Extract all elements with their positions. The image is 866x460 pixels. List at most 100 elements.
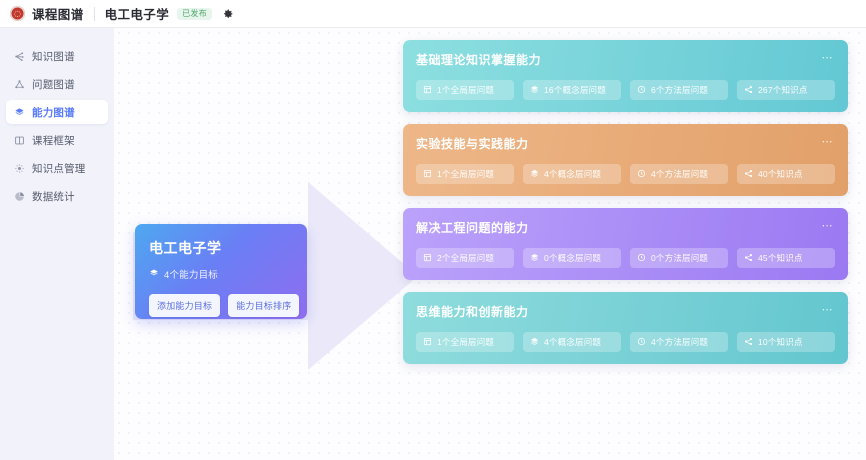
gear-icon[interactable] xyxy=(221,7,234,20)
ability-tag[interactable]: 0个概念层问题 xyxy=(523,248,621,268)
global-layer-icon xyxy=(423,85,432,96)
ability-tag[interactable]: 4个方法层问题 xyxy=(630,332,728,352)
app-title: 课程图谱 xyxy=(32,8,84,22)
sidebar-item-knowledge-point-management[interactable]: 知识点管理 xyxy=(6,156,108,180)
ability-tag[interactable]: 267个知识点 xyxy=(737,80,835,100)
ability-tag[interactable]: 16个概念层问题 xyxy=(523,80,621,100)
global-layer-icon xyxy=(423,169,432,180)
ability-card-tags: 2个全局层问题 0个概念层问题 0个方法层问题 45个知识点 xyxy=(416,248,835,268)
ability-tag-label: 4个方法层问题 xyxy=(651,337,709,347)
ability-icon xyxy=(149,268,159,281)
ability-tag[interactable]: 10个知识点 xyxy=(737,332,835,352)
ability-tag[interactable]: 4个概念层问题 xyxy=(523,164,621,184)
sidebar-item-data-statistics[interactable]: 数据统计 xyxy=(6,184,108,208)
top-header-bar: ◌ 课程图谱 电工电子学 已发布 xyxy=(0,0,866,28)
course-card-title: 电工电子学 xyxy=(149,240,222,256)
more-horizontal-icon[interactable]: ⋯ xyxy=(821,136,834,148)
ability-card[interactable]: 基础理论知识掌握能力 ⋯ 1个全局层问题 16个概念层问题 6个方法层问题 267个知识点 xyxy=(403,40,848,112)
more-horizontal-icon[interactable]: ⋯ xyxy=(821,304,834,316)
ability-tag[interactable]: 40个知识点 xyxy=(737,164,835,184)
course-logo-icon: ◌ xyxy=(10,6,25,21)
ability-tag[interactable]: 1个全局层问题 xyxy=(416,80,514,100)
method-layer-icon xyxy=(637,85,646,96)
course-card-goal-count: 4个能力目标 xyxy=(149,267,293,281)
ability-card-list: 基础理论知识掌握能力 ⋯ 1个全局层问题 16个概念层问题 6个方法层问题 267个知识点… xyxy=(403,40,848,376)
sidebar: 知识图谱 问题图谱 能力图谱 xyxy=(0,28,114,460)
ability-tag-label: 45个知识点 xyxy=(758,253,803,263)
ability-card-header: 基础理论知识掌握能力 ⋯ xyxy=(416,51,835,68)
knowledge-graph-icon xyxy=(14,51,25,62)
ability-tag-label: 16个概念层问题 xyxy=(544,85,607,95)
sidebar-item-ability-graph[interactable]: 能力图谱 xyxy=(6,100,108,124)
course-summary-card[interactable]: 电工电子学 4个能力目标 添加能力目标 能力目标排序 xyxy=(135,224,307,319)
question-graph-icon xyxy=(14,79,25,90)
global-layer-icon xyxy=(423,253,432,264)
ability-tag-label: 10个知识点 xyxy=(758,337,803,347)
ability-tag-label: 267个知识点 xyxy=(758,85,808,95)
ability-card-title: 实验技能与实践能力 xyxy=(416,137,529,151)
knowledge-node-icon xyxy=(744,85,753,96)
concept-layer-icon xyxy=(530,85,539,96)
ability-tag[interactable]: 0个方法层问题 xyxy=(630,248,728,268)
ability-tag-label: 1个全局层问题 xyxy=(437,85,495,95)
ability-tag[interactable]: 2个全局层问题 xyxy=(416,248,514,268)
header-divider xyxy=(93,6,95,21)
more-horizontal-icon[interactable]: ⋯ xyxy=(821,52,834,64)
method-layer-icon xyxy=(637,253,646,264)
knowledge-node-icon xyxy=(744,337,753,348)
concept-layer-icon xyxy=(530,253,539,264)
ability-card-tags: 1个全局层问题 4个概念层问题 4个方法层问题 10个知识点 xyxy=(416,332,835,352)
ability-tag-label: 4个概念层问题 xyxy=(544,169,602,179)
knowledge-node-icon xyxy=(744,253,753,264)
concept-layer-icon xyxy=(530,169,539,180)
data-statistics-icon xyxy=(14,191,25,202)
sidebar-item-knowledge-graph[interactable]: 知识图谱 xyxy=(6,44,108,68)
global-layer-icon xyxy=(423,337,432,348)
concept-layer-icon xyxy=(530,337,539,348)
ability-tag-label: 40个知识点 xyxy=(758,169,803,179)
ability-card-tags: 1个全局层问题 16个概念层问题 6个方法层问题 267个知识点 xyxy=(416,80,835,100)
ability-tag-label: 0个概念层问题 xyxy=(544,253,602,263)
sidebar-item-label: 课程框架 xyxy=(32,134,75,147)
status-badge: 已发布 xyxy=(177,7,213,20)
logo-glyph: ◌ xyxy=(14,8,21,18)
ability-card-header: 解决工程问题的能力 ⋯ xyxy=(416,219,835,236)
more-horizontal-icon[interactable]: ⋯ xyxy=(821,220,834,232)
ability-tag-label: 4个概念层问题 xyxy=(544,337,602,347)
ability-tag[interactable]: 45个知识点 xyxy=(737,248,835,268)
ability-tag[interactable]: 4个方法层问题 xyxy=(630,164,728,184)
graph-canvas: 电工电子学 4个能力目标 添加能力目标 能力目标排序 基础理论知识掌握能力 ⋯ 1个… xyxy=(114,28,866,460)
course-title: 电工电子学 xyxy=(104,8,170,22)
goal-count-label: 4个能力目标 xyxy=(164,270,218,281)
ability-tag[interactable]: 4个概念层问题 xyxy=(523,332,621,352)
sidebar-item-question-graph[interactable]: 问题图谱 xyxy=(6,72,108,96)
ability-card-title: 基础理论知识掌握能力 xyxy=(416,53,542,67)
sidebar-item-label: 能力图谱 xyxy=(32,106,75,119)
sidebar-item-label: 知识图谱 xyxy=(32,50,75,63)
ability-card[interactable]: 思维能力和创新能力 ⋯ 1个全局层问题 4个概念层问题 4个方法层问题 10个知识点 xyxy=(403,292,848,364)
ability-tag[interactable]: 1个全局层问题 xyxy=(416,164,514,184)
sidebar-item-course-framework[interactable]: 课程框架 xyxy=(6,128,108,152)
method-layer-icon xyxy=(637,337,646,348)
sidebar-item-label: 数据统计 xyxy=(32,190,75,203)
ability-card-title: 思维能力和创新能力 xyxy=(416,305,529,319)
ability-tag-label: 0个方法层问题 xyxy=(651,253,709,263)
ability-card[interactable]: 实验技能与实践能力 ⋯ 1个全局层问题 4个概念层问题 4个方法层问题 40个知识点 xyxy=(403,124,848,196)
ability-tag-label: 2个全局层问题 xyxy=(437,253,495,263)
ability-card-header: 思维能力和创新能力 ⋯ xyxy=(416,303,835,320)
sidebar-item-label: 问题图谱 xyxy=(32,78,75,91)
sort-ability-goal-button[interactable]: 能力目标排序 xyxy=(228,294,300,317)
ability-tag-label: 1个全局层问题 xyxy=(437,169,495,179)
method-layer-icon xyxy=(637,169,646,180)
ability-tag-label: 6个方法层问题 xyxy=(651,85,709,95)
add-ability-goal-button[interactable]: 添加能力目标 xyxy=(149,294,221,317)
ability-card-tags: 1个全局层问题 4个概念层问题 4个方法层问题 40个知识点 xyxy=(416,164,835,184)
ability-tag[interactable]: 6个方法层问题 xyxy=(630,80,728,100)
ability-card[interactable]: 解决工程问题的能力 ⋯ 2个全局层问题 0个概念层问题 0个方法层问题 45个知识点 xyxy=(403,208,848,280)
ability-card-title: 解决工程问题的能力 xyxy=(416,221,529,235)
ability-card-header: 实验技能与实践能力 ⋯ xyxy=(416,135,835,152)
ability-tag[interactable]: 1个全局层问题 xyxy=(416,332,514,352)
knowledge-node-icon xyxy=(744,169,753,180)
knowledge-point-icon xyxy=(14,163,25,174)
